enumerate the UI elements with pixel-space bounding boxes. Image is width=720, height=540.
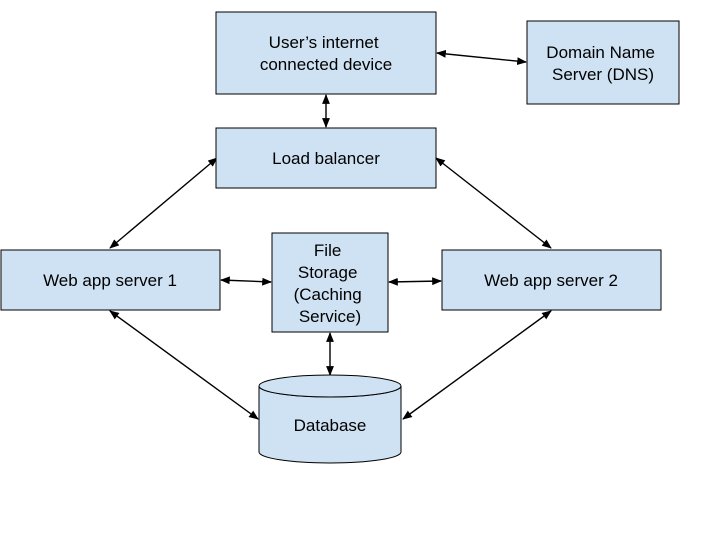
- node-file-storage-label: File Storage (Caching Service): [294, 241, 367, 326]
- edge-server1-database: [109, 310, 259, 420]
- node-user-device-box: [215, 11, 437, 95]
- node-load-balancer-label: Load balancer: [272, 149, 380, 168]
- database-cylinder-top: [258, 374, 402, 398]
- node-dns-label: Domain Name Server (DNS): [546, 43, 659, 84]
- node-web-app-server-2-label: Web app server 2: [484, 271, 618, 290]
- edge-server1-file-storage: [220, 276, 272, 286]
- node-user-device-label: User’s internet connected device: [260, 33, 392, 74]
- node-web-app-server-1-box: [0, 249, 221, 311]
- node-database: Database: [258, 374, 402, 464]
- edge-load-balancer-server2: [435, 157, 552, 249]
- node-load-balancer-box: [215, 127, 437, 189]
- node-web-app-server-2: Web app server 2: [441, 249, 662, 311]
- edge-load-balancer-server1: [109, 157, 218, 249]
- edge-server2-database: [402, 310, 552, 420]
- node-dns: Domain Name Server (DNS): [526, 20, 680, 105]
- node-database-label: Database: [294, 416, 367, 435]
- edge-device-dns: [436, 49, 527, 66]
- node-dns-box: [526, 20, 680, 105]
- node-file-storage: File Storage (Caching Service): [271, 232, 389, 333]
- node-web-app-server-1-label: Web app server 1: [43, 271, 177, 290]
- node-web-app-server-2-box: [441, 249, 662, 311]
- edges: [109, 49, 552, 420]
- node-web-app-server-1: Web app server 1: [0, 249, 221, 311]
- node-user-device: User’s internet connected device: [215, 11, 437, 95]
- node-file-storage-box: [271, 232, 389, 333]
- edge-file-storage-server2: [388, 277, 442, 286]
- node-load-balancer: Load balancer: [215, 127, 437, 189]
